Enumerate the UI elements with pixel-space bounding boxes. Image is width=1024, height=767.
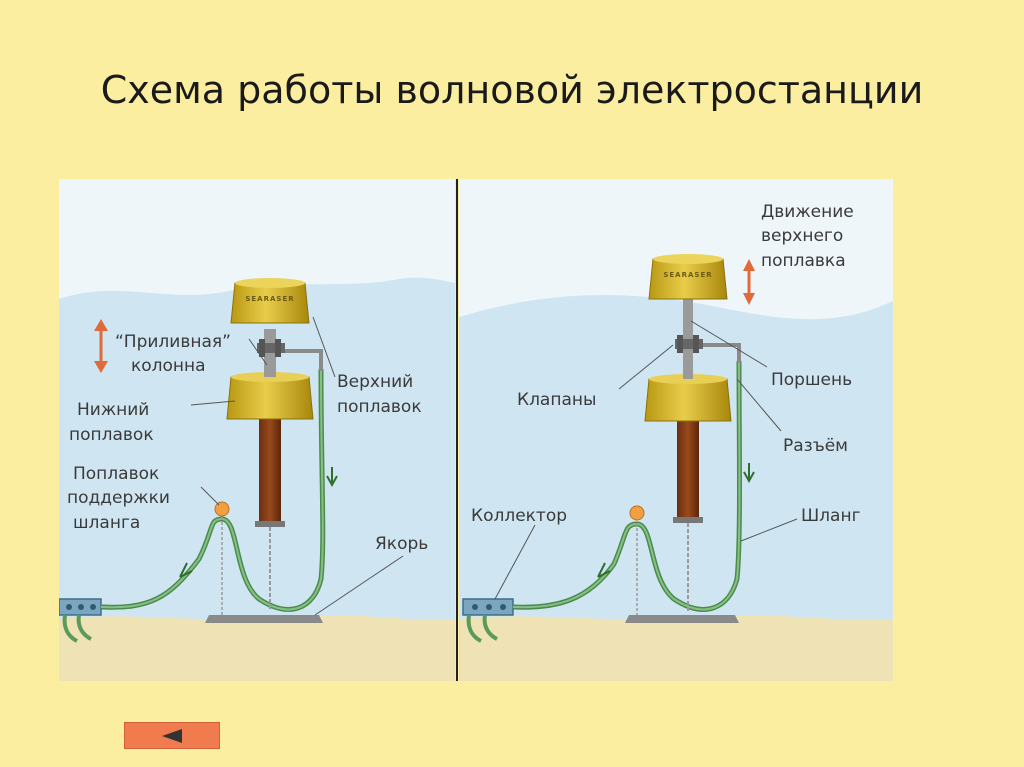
right-flow-arrow-1 (597, 562, 611, 578)
right-sand (459, 615, 893, 681)
left-float-logo: SEARASER (245, 295, 294, 303)
right-lower-float (644, 378, 732, 422)
label-hose-float-line1: Поплавок (73, 464, 159, 484)
left-upper-float (230, 282, 310, 324)
right-anchor (625, 615, 739, 623)
left-flow-arrow-2 (326, 467, 338, 488)
label-tidal-column-line1: “Приливная” (115, 332, 231, 352)
left-hose-support-float (214, 501, 230, 517)
right-flow-arrow-2 (743, 463, 755, 484)
left-panel: SEARASER “Приливная” колонна Верхний поп… (59, 179, 455, 681)
right-hose-support-float (629, 505, 645, 521)
right-motion-arrow (743, 259, 755, 305)
right-panel: SEARASER Движение верхнего поплавка Порш… (459, 179, 893, 681)
right-piston (683, 291, 693, 379)
label-hose-float-line3: шланга (73, 513, 140, 533)
left-anchor (205, 615, 323, 623)
label-hose-float-line2: поддержки (67, 488, 170, 508)
left-collector (59, 598, 102, 643)
label-tidal-column-line2: колонна (131, 356, 206, 376)
label-lower-float-line1: Нижний (77, 400, 149, 420)
label-piston: Поршень (771, 370, 852, 390)
back-button[interactable] (124, 722, 220, 749)
label-valves: Клапаны (517, 390, 596, 410)
label-collector: Коллектор (471, 506, 567, 526)
label-motion-line2: верхнего (761, 226, 843, 246)
right-tidal-column (677, 419, 699, 519)
label-motion-line1: Движение (761, 202, 854, 222)
left-pipe (281, 349, 323, 371)
right-collector (462, 598, 514, 643)
label-motion-line3: поплавка (761, 251, 846, 271)
left-tidal-column (259, 411, 281, 523)
right-upper-float (648, 258, 728, 300)
left-lower-float (226, 376, 314, 420)
left-flow-arrow-1 (179, 562, 193, 578)
slide-title: Схема работы волновой электростанции (100, 68, 924, 112)
left-sand (59, 615, 455, 681)
label-hose: Шланг (801, 506, 861, 526)
right-float-logo: SEARASER (663, 271, 712, 279)
label-lower-float-line2: поплавок (69, 425, 154, 445)
left-motion-arrow (94, 319, 108, 373)
right-pipe (699, 343, 741, 363)
left-triangle-icon (162, 728, 182, 743)
left-water (59, 277, 455, 681)
wave-power-diagram: SEARASER “Приливная” колонна Верхний поп… (59, 179, 893, 681)
label-connector: Разъём (783, 436, 848, 456)
label-upper-float-line2: поплавок (337, 397, 422, 417)
label-upper-float-line1: Верхний (337, 372, 413, 392)
right-water (459, 295, 893, 681)
label-anchor: Якорь (375, 534, 428, 554)
